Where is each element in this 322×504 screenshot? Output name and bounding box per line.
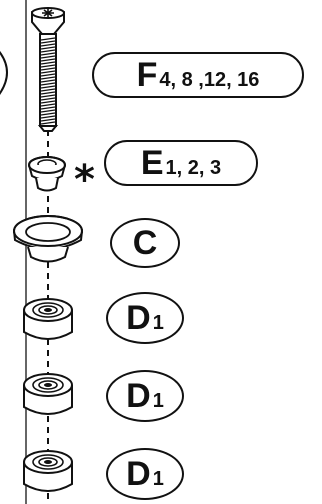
- countersunk-screw-icon: [31, 7, 65, 132]
- thread-line: [40, 118, 56, 122]
- thread-line: [40, 55, 56, 59]
- thread-line: [40, 85, 56, 89]
- thread-line: [40, 103, 56, 107]
- thread-line: [40, 40, 56, 44]
- thread-line: [40, 43, 56, 47]
- part-label-D1: D 1: [106, 370, 184, 422]
- thread-line: [40, 91, 56, 95]
- thread-line: [40, 73, 56, 77]
- thread-line: [40, 64, 56, 68]
- thread-line: [40, 115, 56, 119]
- part-letter: E: [140, 144, 164, 182]
- thread-line: [40, 112, 56, 116]
- part-label-E: E 1, 2, 3: [104, 140, 258, 186]
- partial-bubble-edge: [0, 51, 8, 95]
- thread-line: [40, 97, 56, 101]
- thread-line: [40, 67, 56, 71]
- part-letter: D: [126, 455, 151, 493]
- thread-line: [40, 70, 56, 74]
- small-washer-icon: [28, 156, 66, 192]
- part-numbers: 4, 8 ,12, 16: [159, 69, 260, 91]
- thread-line: [40, 49, 56, 53]
- part-numbers: 1: [152, 312, 164, 334]
- asterisk-mark: *: [74, 157, 95, 203]
- part-numbers: 1, 2, 3: [165, 157, 222, 179]
- thread-line: [40, 106, 56, 110]
- part-letter: F: [136, 56, 158, 94]
- part-letter: D: [126, 377, 151, 415]
- thread-line: [40, 46, 56, 50]
- thread-line: [40, 61, 56, 65]
- part-label-D1: D 1: [106, 292, 184, 344]
- cup-washer-icon: [13, 215, 83, 263]
- thread-line: [40, 79, 56, 83]
- thread-line: [40, 100, 56, 104]
- part-letter: D: [126, 299, 151, 337]
- thread-line: [40, 109, 56, 113]
- part-label-D1: D 1: [106, 448, 184, 500]
- thread-line: [40, 88, 56, 92]
- thread-line: [40, 121, 56, 125]
- bearing-icon: [23, 373, 73, 415]
- thread-line: [40, 52, 56, 56]
- part-label-C: C: [110, 218, 180, 268]
- thread-line: [40, 94, 56, 98]
- bearing-icon: [23, 298, 73, 340]
- thread-line: [40, 58, 56, 62]
- thread-line: [40, 82, 56, 86]
- bearing-icon: [23, 450, 73, 492]
- part-numbers: 1: [152, 390, 164, 412]
- thread-line: [40, 76, 56, 80]
- part-label-F: F 4, 8 ,12, 16: [92, 52, 304, 98]
- part-letter: C: [132, 224, 158, 262]
- thread-line: [40, 37, 56, 41]
- part-numbers: 1: [152, 468, 164, 490]
